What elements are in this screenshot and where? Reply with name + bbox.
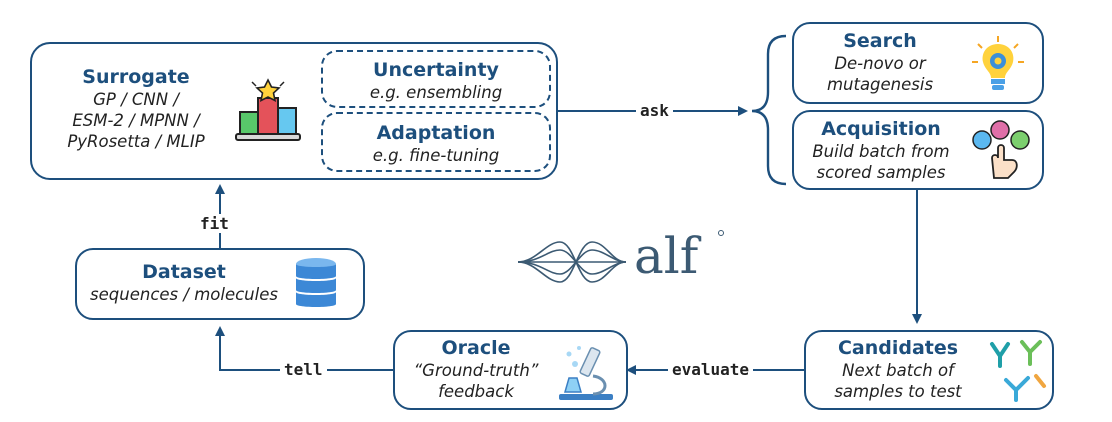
waveform-logo-icon [517, 241, 627, 283]
uncertainty-box: Uncertainty e.g. ensembling [321, 50, 551, 108]
adaptation-sub: e.g. fine-tuning [372, 146, 500, 165]
surrogate-line-1: GP / CNN / [93, 90, 179, 109]
surrogate-line-2: ESM-2 / MPNN / [72, 111, 200, 130]
brace [751, 34, 787, 186]
evaluate-label: evaluate [668, 360, 754, 379]
acquisition-title: Acquisition [821, 118, 941, 140]
candidates-line-1: Next batch of [842, 361, 954, 380]
microscope-icon [559, 346, 613, 400]
oracle-box: Oracle “Ground-truth” feedback [393, 330, 628, 410]
ask-label: ask [636, 101, 673, 120]
oracle-title: Oracle [441, 337, 511, 359]
search-box: Search De-novo or mutagenesis [792, 22, 1044, 104]
dataset-title: Dataset [142, 261, 226, 283]
uncertainty-title: Uncertainty [373, 59, 499, 81]
logo-text: alf [634, 227, 699, 285]
oracle-line-2: feedback [438, 382, 514, 401]
podium-icon [235, 78, 301, 141]
search-line-1: De-novo or [834, 54, 926, 73]
acquisition-line-1: Build batch from [812, 142, 950, 161]
acquisition-line-2: scored samples [816, 163, 946, 182]
tell-label: tell [280, 360, 327, 379]
candidates-title: Candidates [837, 337, 959, 359]
oracle-line-1: “Ground-truth” [413, 361, 539, 380]
surrogate-line-3: PyRosetta / MLIP [67, 132, 205, 151]
search-line-2: mutagenesis [826, 75, 934, 94]
surrogate-title: Surrogate [82, 66, 190, 88]
uncertainty-sub: e.g. ensembling [369, 83, 503, 102]
hand-choice-icon [972, 120, 1030, 179]
candidates-line-2: samples to test [834, 382, 962, 401]
dataset-sub: sequences / molecules [90, 285, 278, 304]
fit-label: fit [196, 214, 233, 233]
dataset-box: Dataset sequences / molecules [75, 248, 365, 320]
acquisition-box: Acquisition Build batch from scored samp… [792, 110, 1044, 190]
search-title: Search [843, 30, 917, 52]
adaptation-box: Adaptation e.g. fine-tuning [321, 112, 551, 172]
candidates-box: Candidates Next batch of samples to test [804, 330, 1054, 410]
tell-arrow [215, 326, 393, 371]
database-icon [296, 258, 336, 307]
logo-registered-mark [718, 230, 724, 236]
antibody-icon [990, 340, 1046, 402]
adaptation-title: Adaptation [376, 122, 496, 144]
lightbulb-gear-icon [972, 36, 1024, 90]
surrogate-box: Surrogate GP / CNN / ESM-2 / MPNN / PyRo… [30, 42, 558, 180]
